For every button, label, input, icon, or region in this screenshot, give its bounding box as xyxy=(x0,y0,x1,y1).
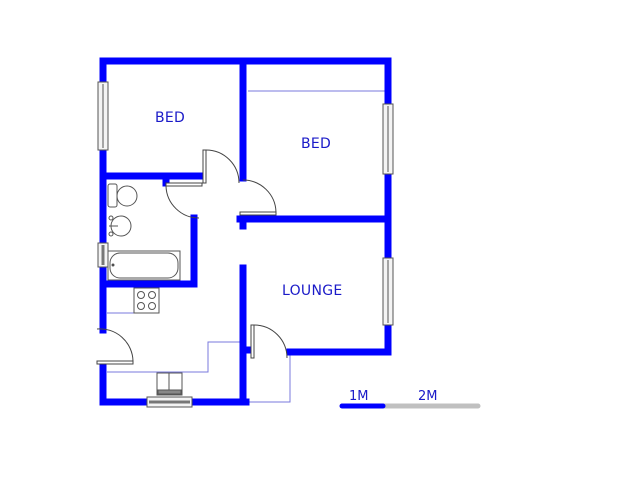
scale-label-2m: 2M xyxy=(418,389,438,404)
room-label-bed-1: BED xyxy=(155,110,186,126)
toilet-bowl xyxy=(116,185,138,207)
stove xyxy=(133,287,160,314)
doors xyxy=(96,149,288,365)
scale-label-1m: 1M xyxy=(349,389,369,404)
room-label-bed-2: BED xyxy=(301,136,332,152)
kitchen-fixtures xyxy=(133,287,183,396)
toilet-cistern xyxy=(107,183,118,208)
room-label-lounge: LOUNGE xyxy=(282,283,343,299)
walls xyxy=(99,57,392,406)
bathroom-fixtures xyxy=(107,183,181,281)
